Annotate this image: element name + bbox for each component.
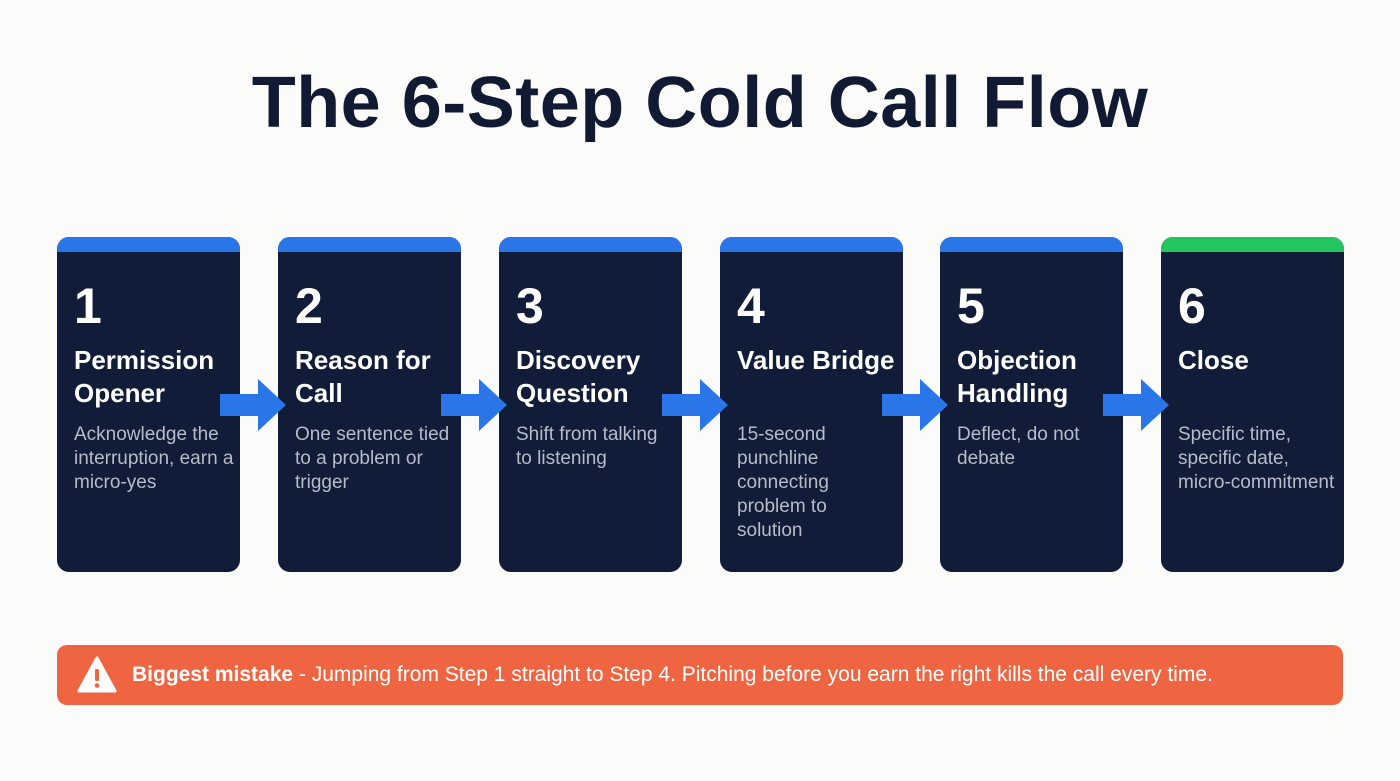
arrow-right-icon [220, 379, 286, 431]
warning-text: Biggest mistake - Jumping from Step 1 st… [132, 663, 1213, 687]
step-title: Reason for Call [295, 345, 431, 408]
warning-label: Biggest mistake [132, 663, 294, 686]
step-description: One sentence tied to a problem or trigge… [295, 424, 450, 493]
step-number: 1 [74, 278, 102, 334]
step-description: 15-second punchline connecting problem t… [737, 424, 829, 541]
warning-message: - Jumping from Step 1 straight to Step 4… [293, 663, 1213, 686]
step-description: Acknowledge the interruption, earn a mic… [74, 424, 234, 493]
step-accent-bar [57, 237, 240, 252]
step-number: 5 [957, 278, 985, 334]
step-description: Shift from talking to listening [516, 424, 658, 469]
step-card-4: 4 Value Bridge 15-second punchline conne… [720, 237, 903, 572]
step-accent-bar [278, 237, 461, 252]
step-title: Permission Opener [74, 345, 215, 408]
step-title: Objection Handling [957, 345, 1077, 408]
arrow-right-icon [882, 379, 948, 431]
step-number: 2 [295, 278, 323, 334]
step-accent-bar [1161, 237, 1344, 252]
page-title: The 6-Step Cold Call Flow [251, 63, 1149, 143]
step-title: Discovery Question [516, 345, 641, 408]
step-accent-bar [499, 237, 682, 252]
step-card-6: 6 Close Specific time, specific date, mi… [1161, 237, 1344, 572]
warning-banner: Biggest mistake - Jumping from Step 1 st… [57, 645, 1343, 705]
step-description: Deflect, do not debate [957, 424, 1080, 469]
step-card-5: 5 Objection Handling Deflect, do not deb… [940, 237, 1123, 572]
step-card-3: 3 Discovery Question Shift from talking … [499, 237, 682, 572]
step-description: Specific time, specific date, micro-comm… [1178, 424, 1335, 493]
warning-icon [77, 656, 117, 693]
step-card-2: 2 Reason for Call One sentence tied to a… [278, 237, 461, 572]
step-accent-bar [940, 237, 1123, 252]
step-title: Value Bridge [737, 345, 895, 375]
step-title: Close [1178, 345, 1249, 375]
arrow-right-icon [662, 379, 728, 431]
arrow-right-icon [441, 379, 507, 431]
arrow-right-icon [1103, 379, 1169, 431]
step-number: 4 [737, 278, 765, 334]
step-number: 3 [516, 278, 544, 334]
step-number: 6 [1178, 278, 1206, 334]
step-card-1: 1 Permission Opener Acknowledge the inte… [57, 237, 240, 572]
step-accent-bar [720, 237, 903, 252]
